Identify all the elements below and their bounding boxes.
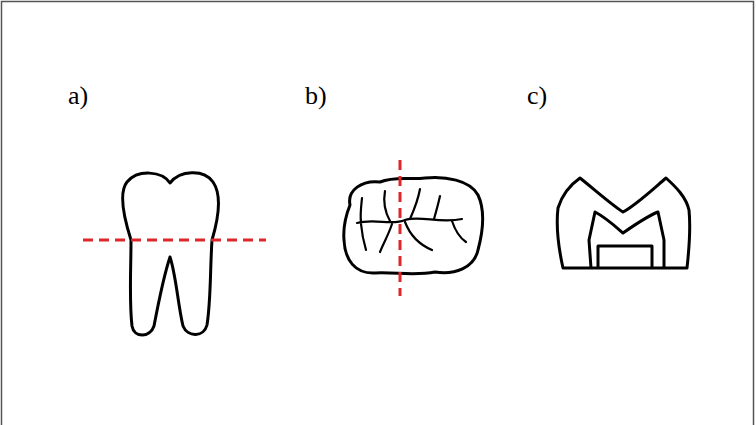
molar-occlusal-view	[344, 178, 483, 274]
panel-label: c)	[527, 81, 547, 111]
cut-line	[83, 239, 266, 242]
molar-side-view	[123, 173, 219, 335]
fissure-lines	[357, 189, 466, 252]
cut-line	[399, 160, 402, 296]
pulp-chamber	[589, 212, 664, 268]
crown-cross-section	[557, 178, 689, 268]
panel-label: a)	[68, 81, 88, 111]
panel-label: b)	[305, 81, 327, 111]
